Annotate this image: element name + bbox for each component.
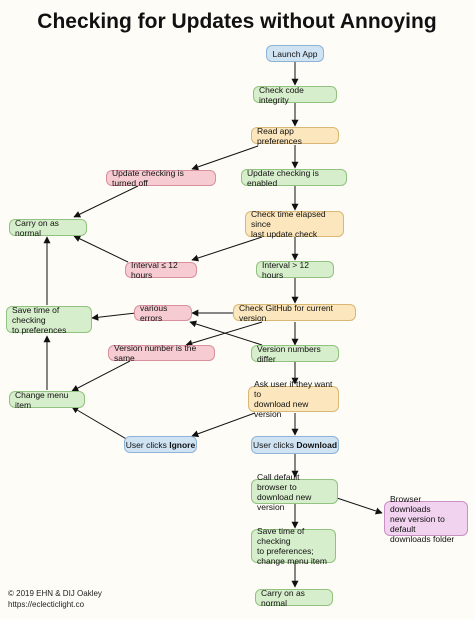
download-label: Download xyxy=(296,440,338,450)
node-various-errors: various errors xyxy=(134,303,192,323)
node-ask-user-download: Ask user if they want to download new ve… xyxy=(248,379,339,419)
node-interval-le-12: Interval ≤ 12 hours xyxy=(125,260,197,280)
diagram-title: Checking for Updates without Annoying xyxy=(37,10,437,33)
node-save-time-of-checking: Save time of checking to preferences xyxy=(6,305,92,335)
node-update-checking-enabled: Update checking is enabled xyxy=(241,168,347,188)
arrow-errors-to-savetime xyxy=(91,312,137,321)
node-change-menu-item: Change menu item xyxy=(9,390,85,410)
node-user-clicks-ignore: User clicks Ignore xyxy=(124,436,197,453)
node-read-app-preferences: Read app preferences xyxy=(251,126,339,146)
node-carry-on-as-normal-1: Carry on as normal xyxy=(9,218,87,238)
arrow-off-to-carry xyxy=(73,185,139,218)
website-credit: https://eclecticlight.co xyxy=(8,600,85,609)
arrow-checktime-to-interval-le xyxy=(191,236,263,262)
arrow-github-to-same xyxy=(185,321,263,347)
node-user-clicks-download: User clicks Download xyxy=(251,436,339,454)
node-carry-on-as-normal-2: Carry on as normal xyxy=(255,588,333,608)
node-save-time-change-menu: Save time of checking to preferences; ch… xyxy=(251,526,336,566)
user-clicks-download-label: User clicks xyxy=(252,440,297,450)
node-update-checking-off: Update checking is turned off xyxy=(106,168,216,188)
arrow-interval-le-to-carry xyxy=(73,235,129,263)
node-interval-gt-12: Interval > 12 hours xyxy=(256,260,334,280)
arrow-askuser-to-ignore xyxy=(191,412,256,438)
arrow-differ-to-errors xyxy=(189,320,263,346)
ignore-label: Ignore xyxy=(169,439,196,450)
arrow-callbrowser-to-browserdownloads xyxy=(336,497,383,515)
node-browser-downloads: Browser downloads new version to default… xyxy=(384,494,468,544)
node-check-github: Check GitHub for current version xyxy=(233,303,356,323)
node-check-code-integrity: Check code integrity xyxy=(253,85,337,105)
node-check-time-elapsed: Check time elapsed since last update che… xyxy=(245,209,344,239)
arrow-prefs-to-off xyxy=(191,145,259,171)
arrow-same-to-changemenu xyxy=(71,360,131,392)
node-version-differ: Version numbers differ xyxy=(251,344,339,364)
node-launch-app: Launch App xyxy=(266,45,324,62)
node-version-same: Version number is the same xyxy=(108,343,215,363)
user-clicks-ignore-label: User clicks xyxy=(125,439,170,450)
arrow-ignore-to-changemenu xyxy=(71,406,129,441)
node-call-default-browser: Call default browser to download new ver… xyxy=(251,472,338,512)
copyright-credit: © 2019 EHN & DIJ Oakley xyxy=(8,589,102,598)
